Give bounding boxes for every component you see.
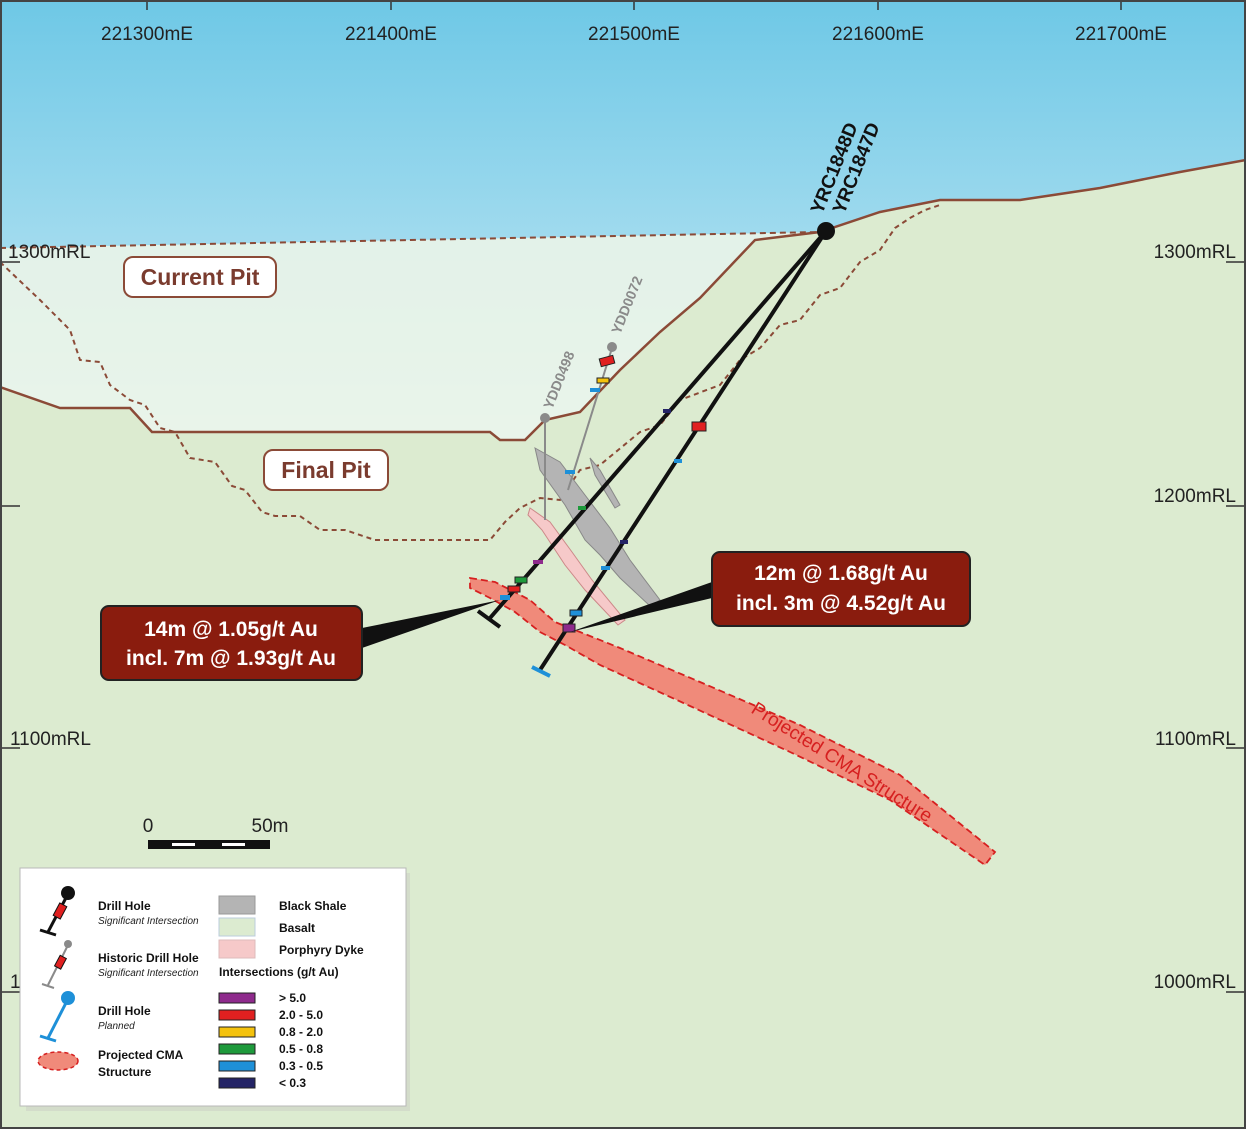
callout-right-line2: incl. 3m @ 4.52g/t Au [736, 592, 946, 615]
legend: Drill Hole Significant Intersection Hist… [19, 867, 410, 1111]
legend-drill-hole-title: Drill Hole [98, 899, 151, 913]
final-pit-label-box [263, 449, 389, 491]
scale-start-label: 0 [143, 816, 154, 837]
legend-cma-title: Structure [98, 1065, 152, 1079]
easting-label: 221500mE [588, 24, 680, 45]
callout-left-pointer [362, 600, 500, 648]
historic-hole-ydd0072 [565, 342, 617, 491]
easting-label: 221700mE [1075, 24, 1167, 45]
legend-cma-title: Projected CMA [98, 1048, 184, 1062]
easting-label: 221400mE [345, 24, 437, 45]
legend-intersection-label: < 0.3 [279, 1076, 306, 1090]
rl-label: 1 [10, 972, 21, 993]
callout-left-box [100, 605, 363, 681]
easting-label: 221600mE [832, 24, 924, 45]
legend-cma-icon [37, 1051, 79, 1071]
callout-left-line1: 14m @ 1.05g/t Au [144, 618, 318, 641]
legend-drill-hole-sub: Significant Intersection [98, 916, 199, 927]
current-pit-label-box [123, 256, 277, 298]
callout-right-box [711, 551, 971, 627]
rl-label: 1300mRL [1154, 242, 1236, 263]
legend-historic-hole-icon [41, 940, 72, 989]
legend-planned-hole-sub: Planned [98, 1021, 135, 1032]
legend-lithology-label: Porphyry Dyke [279, 943, 364, 957]
drill-hole-yrc1848d [476, 229, 828, 629]
legend-historic-hole-title: Historic Drill Hole [98, 951, 199, 965]
scale-end-label: 50m [252, 816, 289, 837]
legend-drill-hole-icon [39, 886, 75, 937]
legend-swatch-lt03 [218, 1077, 256, 1089]
rl-label: 1300mRL [8, 242, 90, 263]
drill-collar [817, 222, 835, 240]
rl-label: 1200mRL [1154, 486, 1236, 507]
legend-historic-hole-sub: Significant Intersection [98, 968, 199, 979]
legend-swatch-gt5 [218, 992, 256, 1004]
final-pit-label: Final Pit [281, 457, 371, 483]
legend-swatch-porphyry-dyke [218, 939, 256, 959]
legend-intersection-label: 0.3 - 0.5 [279, 1059, 323, 1073]
callout-right-line1: 12m @ 1.68g/t Au [754, 562, 928, 585]
legend-intersection-label: 0.5 - 0.8 [279, 1042, 323, 1056]
drill-hole-yrc1847d [531, 229, 828, 678]
projected-cma-structure [469, 576, 997, 867]
current-pit-label: Current Pit [141, 264, 260, 290]
legend-swatch-2-5 [218, 1009, 256, 1021]
porphyry-dyke-unit [527, 507, 626, 626]
legend-swatch-basalt [218, 917, 256, 937]
current-pit-outline [0, 158, 1246, 442]
final-pit-outline [0, 204, 941, 541]
legend-intersection-label: 0.8 - 2.0 [279, 1025, 323, 1039]
legend-intersections-title: Intersections (g/t Au) [219, 965, 339, 979]
rl-label: 1000mRL [1154, 972, 1236, 993]
callout-left-line2: incl. 7m @ 1.93g/t Au [126, 647, 336, 670]
legend-swatch-05-08 [218, 1043, 256, 1055]
legend-intersection-label: > 5.0 [279, 991, 306, 1005]
historic-hole-ydd0498 [540, 413, 550, 520]
legend-swatch-08-2 [218, 1026, 256, 1038]
scale-bar [148, 840, 270, 849]
rl-ticks [0, 261, 1246, 993]
legend-lithology-label: Basalt [279, 921, 315, 935]
legend-swatch-black-shale [218, 895, 256, 915]
callout-right-pointer [570, 582, 712, 632]
original-surface-line [0, 231, 821, 249]
rl-label: 1100mRL [1155, 729, 1236, 750]
legend-intersection-label: 2.0 - 5.0 [279, 1008, 323, 1022]
legend-swatch-03-05 [218, 1060, 256, 1072]
legend-lithology-label: Black Shale [279, 899, 347, 913]
legend-planned-hole-icon [39, 991, 75, 1043]
legend-planned-hole-title: Drill Hole [98, 1004, 151, 1018]
easting-label: 221300mE [101, 24, 193, 45]
rl-label: 1100mRL [10, 729, 91, 750]
